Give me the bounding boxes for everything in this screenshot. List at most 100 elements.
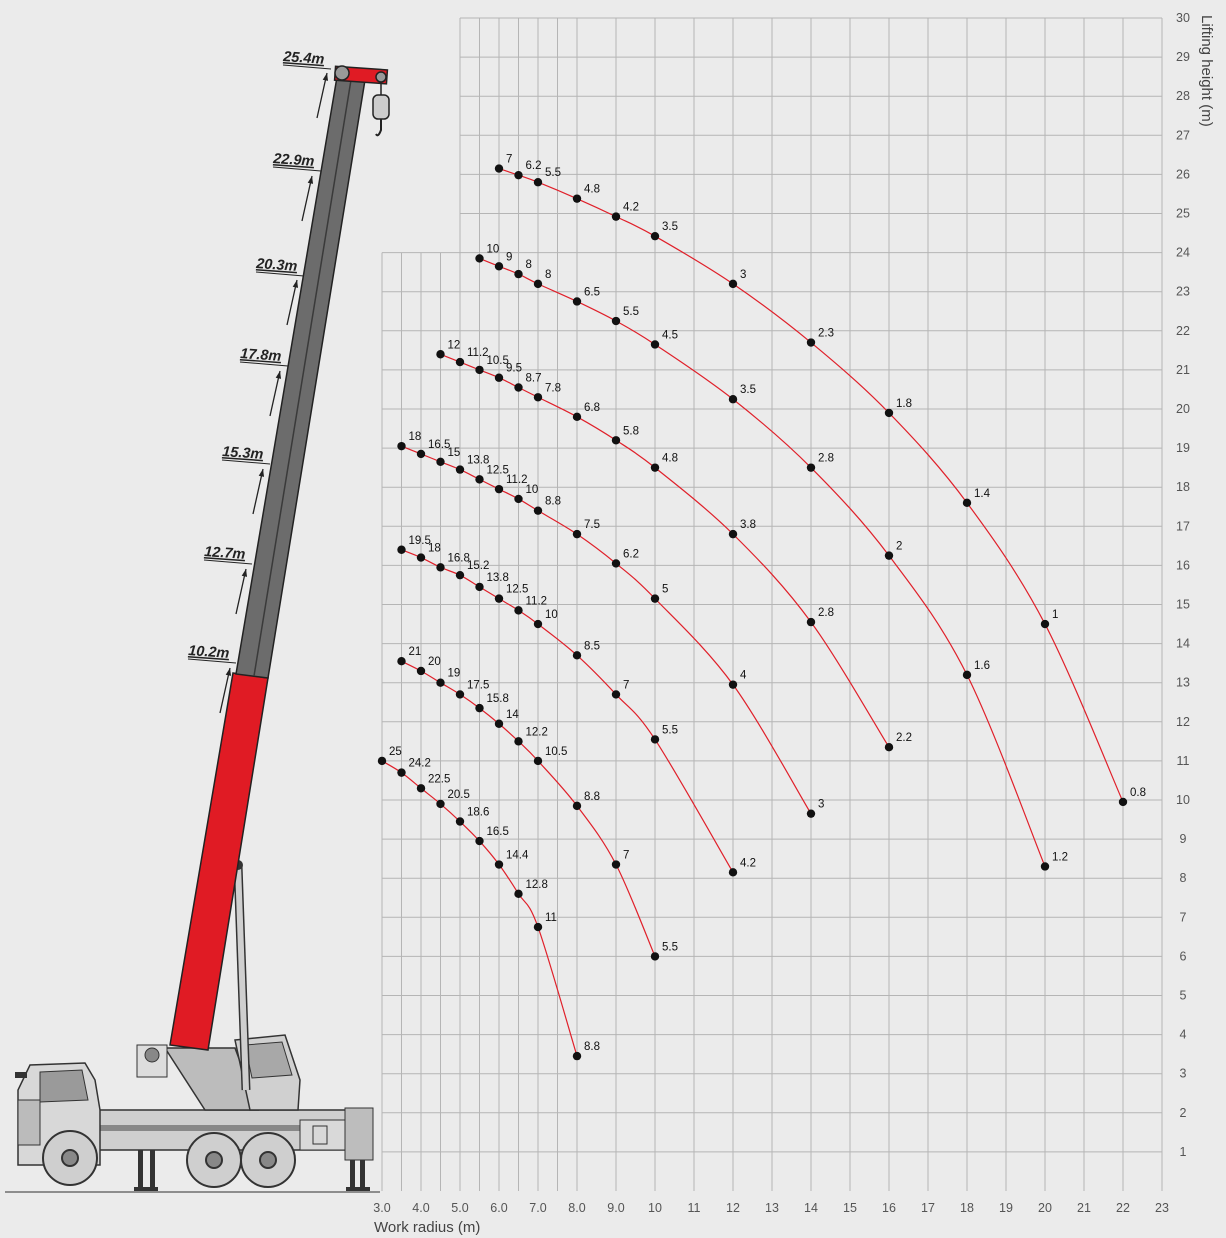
- boom-base-section: [169, 672, 269, 1051]
- load-capacity-label: 8.8: [584, 791, 600, 803]
- load-capacity-label: 10: [545, 609, 558, 621]
- y-tick-label: 12: [1176, 715, 1190, 729]
- load-capacity-label: 2.8: [818, 453, 834, 465]
- load-capacity-label: 6.2: [526, 160, 542, 172]
- load-point-marker: [650, 231, 660, 241]
- load-point-marker: [572, 651, 582, 660]
- load-point-marker: [514, 269, 523, 279]
- crane-turntable: [136, 1034, 301, 1111]
- y-tick-label: 27: [1176, 128, 1190, 142]
- load-point-marker: [533, 178, 543, 187]
- load-point-marker: [455, 690, 465, 699]
- load-point-marker: [572, 1051, 582, 1061]
- load-point-marker: [884, 743, 894, 752]
- load-point-marker: [514, 606, 523, 615]
- boom-length-arrowhead: [241, 569, 248, 577]
- load-point-marker: [533, 756, 543, 766]
- load-capacity-label: 21: [409, 646, 422, 658]
- y-tick-label: 8: [1180, 871, 1187, 885]
- load-point-marker: [455, 357, 465, 367]
- load-capacity-label: 20: [428, 656, 441, 668]
- load-point-marker: [494, 484, 504, 494]
- y-tick-label: 22: [1176, 324, 1190, 338]
- load-capacity-label: 8.8: [584, 1041, 600, 1053]
- load-point-marker: [455, 570, 465, 580]
- load-capacity-label: 6.5: [584, 286, 600, 298]
- load-point-marker: [514, 494, 523, 504]
- x-tick-label: 14: [804, 1201, 818, 1215]
- y-tick-label: 23: [1176, 285, 1190, 299]
- load-curve-line: [479, 257, 1046, 867]
- x-tick-label: 17: [921, 1201, 935, 1215]
- x-tick-label: 6.0: [490, 1201, 507, 1215]
- load-point-marker: [650, 735, 660, 744]
- load-point-marker: [1040, 862, 1050, 871]
- load-point-marker: [514, 170, 523, 180]
- load-capacity-label: 7: [506, 154, 512, 166]
- load-point-marker: [514, 889, 523, 899]
- boom-length-label: 20.3m: [255, 256, 298, 275]
- load-capacity-label: 18: [409, 431, 422, 443]
- boom-length-label: 17.8m: [240, 346, 282, 365]
- load-point-marker: [494, 860, 504, 869]
- y-tick-label: 4: [1180, 1028, 1187, 1042]
- load-capacity-label: 9: [506, 251, 512, 263]
- load-point-marker: [416, 784, 426, 793]
- load-capacity-label: 11: [545, 912, 557, 924]
- load-capacity-label: 5.5: [662, 724, 678, 736]
- load-point-marker: [397, 441, 406, 451]
- load-point-marker: [1118, 797, 1128, 807]
- load-capacity-label: 8: [526, 259, 532, 271]
- load-capacity-label: 20.5: [448, 789, 470, 801]
- x-axis-label: Work radius (m): [374, 1219, 480, 1236]
- x-tick-label: 21: [1077, 1201, 1091, 1215]
- boom-length-underline: [203, 559, 253, 565]
- load-capacity-label: 16.5: [487, 826, 509, 838]
- load-point-marker: [397, 656, 406, 666]
- load-point-marker: [611, 436, 621, 445]
- y-tick-label: 19: [1176, 441, 1190, 455]
- load-capacity-label: 4.2: [740, 857, 756, 869]
- load-point-marker: [494, 594, 504, 603]
- load-capacity-label: 10.5: [487, 355, 509, 367]
- y-tick-label: 3: [1180, 1067, 1187, 1081]
- boom-length-arrow: [286, 279, 298, 326]
- x-tick-label: 7.0: [529, 1201, 546, 1215]
- x-tick-label: 12: [726, 1201, 740, 1215]
- load-capacity-label: 3.5: [662, 221, 678, 233]
- load-capacity-label: 4.2: [623, 202, 639, 214]
- truck-chassis: [94, 1107, 374, 1161]
- y-tick-label: 2: [1180, 1106, 1187, 1120]
- y-tick-label: 30: [1176, 11, 1190, 25]
- load-capacity-label: 3: [740, 269, 746, 281]
- load-point-marker: [884, 551, 894, 560]
- boom-length-arrow: [252, 468, 264, 515]
- load-point-marker: [377, 756, 387, 766]
- load-capacity-label: 4.8: [584, 184, 600, 196]
- load-point-marker: [728, 529, 738, 539]
- boom-length-arrow: [269, 370, 281, 417]
- load-capacity-label: 10: [526, 484, 539, 496]
- load-point-marker: [455, 817, 465, 826]
- load-capacity-label: 4.5: [662, 329, 678, 341]
- boom-length-arrowhead: [258, 469, 265, 477]
- load-capacity-label: 15.8: [487, 693, 509, 705]
- load-point-marker: [533, 922, 543, 932]
- load-point-marker: [475, 254, 484, 263]
- boom-length-arrow: [301, 175, 313, 222]
- boom-length-arrowhead: [322, 73, 329, 81]
- load-capacity-label: 8.7: [526, 372, 542, 384]
- load-point-marker: [416, 666, 426, 676]
- x-tick-label: 5.0: [451, 1201, 468, 1215]
- load-point-marker: [397, 768, 406, 777]
- load-capacity-label: 7: [623, 850, 629, 862]
- load-point-marker: [650, 340, 660, 349]
- load-point-marker: [650, 463, 660, 472]
- load-point-marker: [436, 350, 445, 359]
- load-capacity-label: 7: [623, 679, 629, 691]
- y-tick-label: 16: [1176, 558, 1190, 572]
- x-tick-label: 22: [1116, 1201, 1130, 1215]
- load-capacity-label: 14.4: [506, 850, 529, 862]
